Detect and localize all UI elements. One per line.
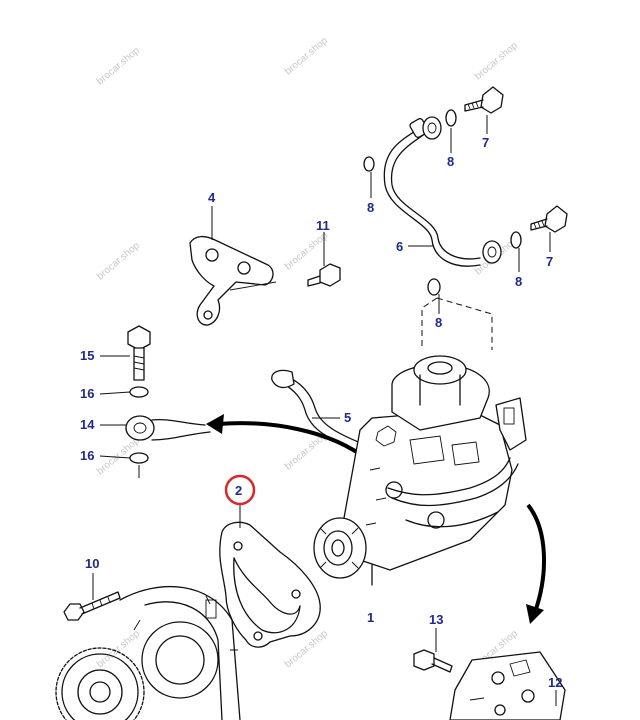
pipe-fitting-upper	[409, 116, 442, 140]
sealing-washer	[129, 452, 149, 464]
callout-8: 8	[435, 315, 442, 330]
callout-11: 11	[316, 218, 330, 233]
fuel-pipe	[383, 127, 481, 267]
washer	[363, 156, 375, 172]
sealing-washer	[129, 386, 149, 398]
callout-1: 1	[367, 610, 374, 625]
pump-mounting-plate	[449, 651, 566, 720]
watermark: brocar.shop	[283, 230, 330, 272]
washer	[510, 231, 522, 249]
callout-15: 15	[80, 348, 94, 363]
pipe-fitting-lower	[482, 240, 502, 264]
watermark: brocar.shop	[95, 240, 142, 282]
high-pressure-line-assembly	[363, 86, 568, 350]
callout-7-upper: 7	[482, 135, 489, 150]
banjo-bolt-lower	[530, 205, 568, 233]
callout-8: 8	[367, 200, 374, 215]
callout-10: 10	[85, 556, 99, 571]
watermarks: brocar.shop brocar.shop brocar.shop broc…	[95, 35, 520, 670]
gear-bolt	[63, 591, 121, 621]
callout-6: 6	[396, 239, 403, 254]
callout-16-upper: 16	[80, 386, 94, 401]
drive-gear	[55, 647, 145, 720]
watermark: brocar.shop	[473, 40, 520, 82]
banjo-bolt	[127, 325, 151, 381]
washer	[445, 109, 457, 127]
fuel-injection-pump	[313, 355, 527, 586]
callout-8: 8	[515, 274, 522, 289]
timing-cover	[119, 585, 241, 720]
callout-4: 4	[208, 190, 216, 205]
banjo-fitting	[125, 415, 211, 441]
callouts: 1 2 4 5 6 7 7 8 8 8 8 10 11 12 13 14 15 …	[80, 135, 562, 690]
pump-gasket	[219, 521, 321, 648]
callout-13: 13	[429, 612, 443, 627]
callout-12: 12	[548, 675, 562, 690]
pump-bolt	[413, 649, 453, 673]
leader-lines	[92, 115, 557, 706]
callout-16-lower: 16	[80, 448, 94, 463]
banjo-bolt-upper	[464, 86, 504, 114]
watermark: brocar.shop	[283, 35, 330, 77]
watermark: brocar.shop	[95, 45, 142, 87]
watermark: brocar.shop	[95, 628, 142, 670]
callout-5: 5	[344, 410, 351, 425]
highlight-ring	[224, 474, 256, 506]
bracket-bolt	[307, 263, 341, 287]
callout-2: 2	[235, 483, 242, 498]
callout-8: 8	[447, 154, 454, 169]
washer	[427, 278, 441, 296]
mounting-bracket	[189, 235, 277, 326]
direction-arrow	[206, 414, 370, 462]
callout-7-lower: 7	[546, 254, 553, 269]
callout-14: 14	[80, 417, 95, 432]
direction-arrow	[526, 503, 547, 624]
